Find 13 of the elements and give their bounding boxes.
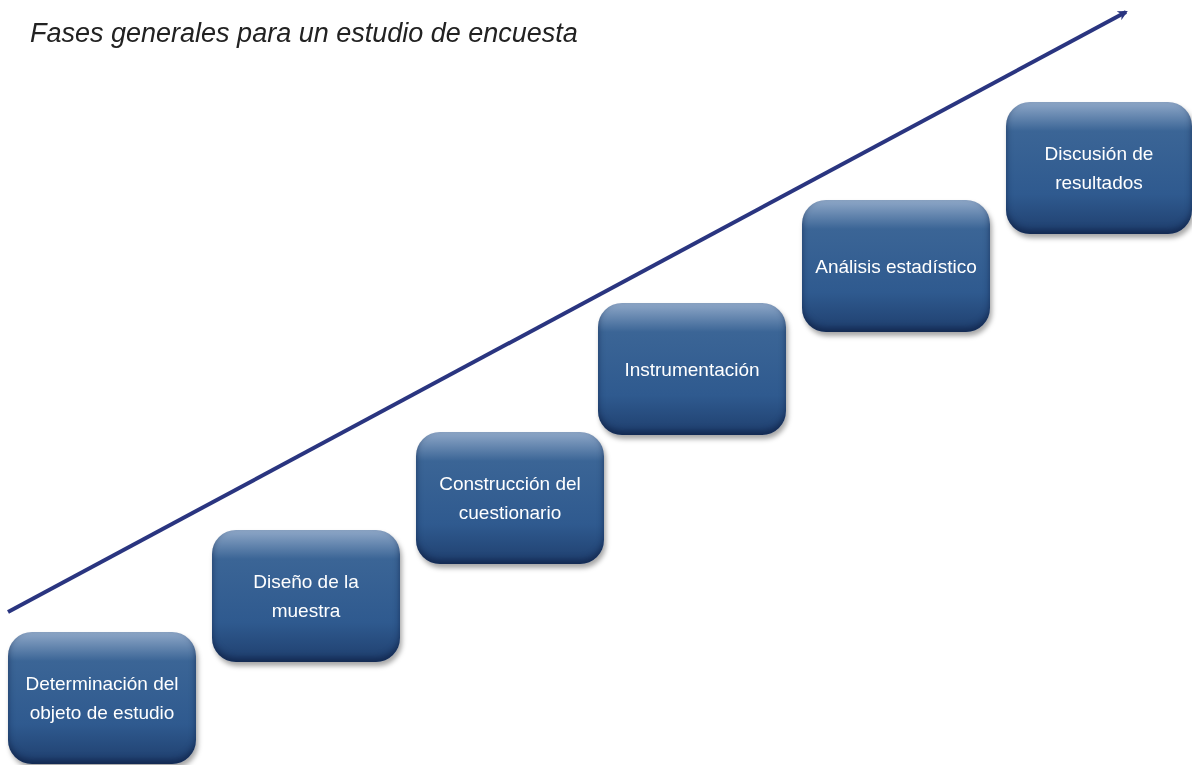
step-box <box>212 530 400 662</box>
step-box <box>802 200 990 332</box>
step-label: Construcción del cuestionario <box>438 472 582 525</box>
step-box <box>8 632 196 764</box>
step-label: Determinación del objeto de estudio <box>24 672 180 725</box>
step-box <box>416 432 604 564</box>
step-box <box>598 303 786 435</box>
step-label: Instrumentación <box>624 357 760 382</box>
step-box <box>1006 102 1192 234</box>
title: Fases generales para un estudio de encuesta <box>30 18 578 49</box>
step-label: Análisis estadístico <box>815 254 977 279</box>
step-label: Discusión de resultados <box>1043 142 1155 195</box>
step-label: Diseño de la muestra <box>252 570 360 623</box>
